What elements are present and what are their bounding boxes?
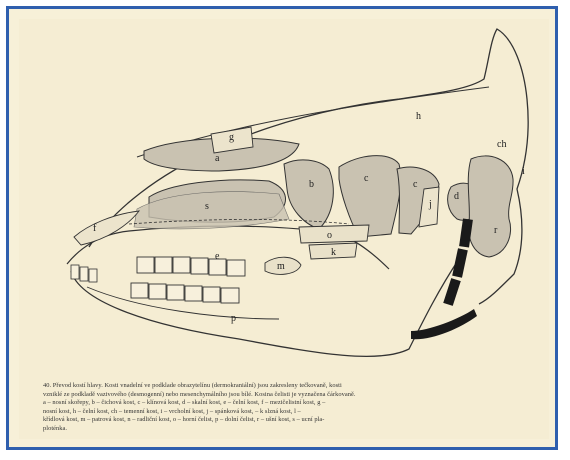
hyoid-apparatus xyxy=(411,218,477,339)
figure-caption: 40. Převod kostí hlavy. Kosti vnadelní v… xyxy=(43,382,538,433)
bone-f xyxy=(74,211,139,245)
label-s: s xyxy=(205,201,209,212)
caption-line: nosní kost, h – čelní kost, ch – temenní… xyxy=(43,408,538,417)
label-p: p xyxy=(231,313,236,324)
caption-line: vzniklé ze podkladě vazivového (desmogen… xyxy=(43,391,538,400)
lower-jaw xyxy=(71,259,459,356)
caption-line: a – nosní skořepy, b – čichová kost, c –… xyxy=(43,399,538,408)
label-c2: c xyxy=(413,179,418,190)
caption-line: 40. Převod kostí hlavy. Kosti vnadelní v… xyxy=(43,382,538,391)
label-d: d xyxy=(454,191,459,202)
bone-b-turbinates xyxy=(284,160,333,229)
caption-line: křídlová kost, m – patrová kost, n – rad… xyxy=(43,416,538,425)
bone-c-left xyxy=(339,156,401,237)
label-g: g xyxy=(229,132,234,143)
document-frame: h g ch a i b c c d j s r f o k e m p 40.… xyxy=(6,6,558,450)
skull-illustration: h g ch a i b c c d j s r f o k e m p xyxy=(19,19,549,379)
label-j: j xyxy=(428,199,432,210)
label-b: b xyxy=(309,179,314,190)
caption-line: ploténka. xyxy=(43,425,538,434)
label-c1: c xyxy=(364,173,369,184)
upper-teeth xyxy=(137,257,245,276)
label-e: e xyxy=(215,251,220,262)
label-o: o xyxy=(327,230,332,241)
scanned-page: h g ch a i b c c d j s r f o k e m p 40.… xyxy=(19,19,549,439)
bone-r xyxy=(468,156,513,257)
label-h: h xyxy=(416,111,421,122)
bone-o xyxy=(299,225,369,243)
label-a: a xyxy=(215,153,220,164)
label-k: k xyxy=(331,247,336,258)
lower-teeth xyxy=(131,283,239,303)
label-ch: ch xyxy=(497,139,506,150)
label-m: m xyxy=(277,261,285,272)
label-i: i xyxy=(522,166,525,177)
